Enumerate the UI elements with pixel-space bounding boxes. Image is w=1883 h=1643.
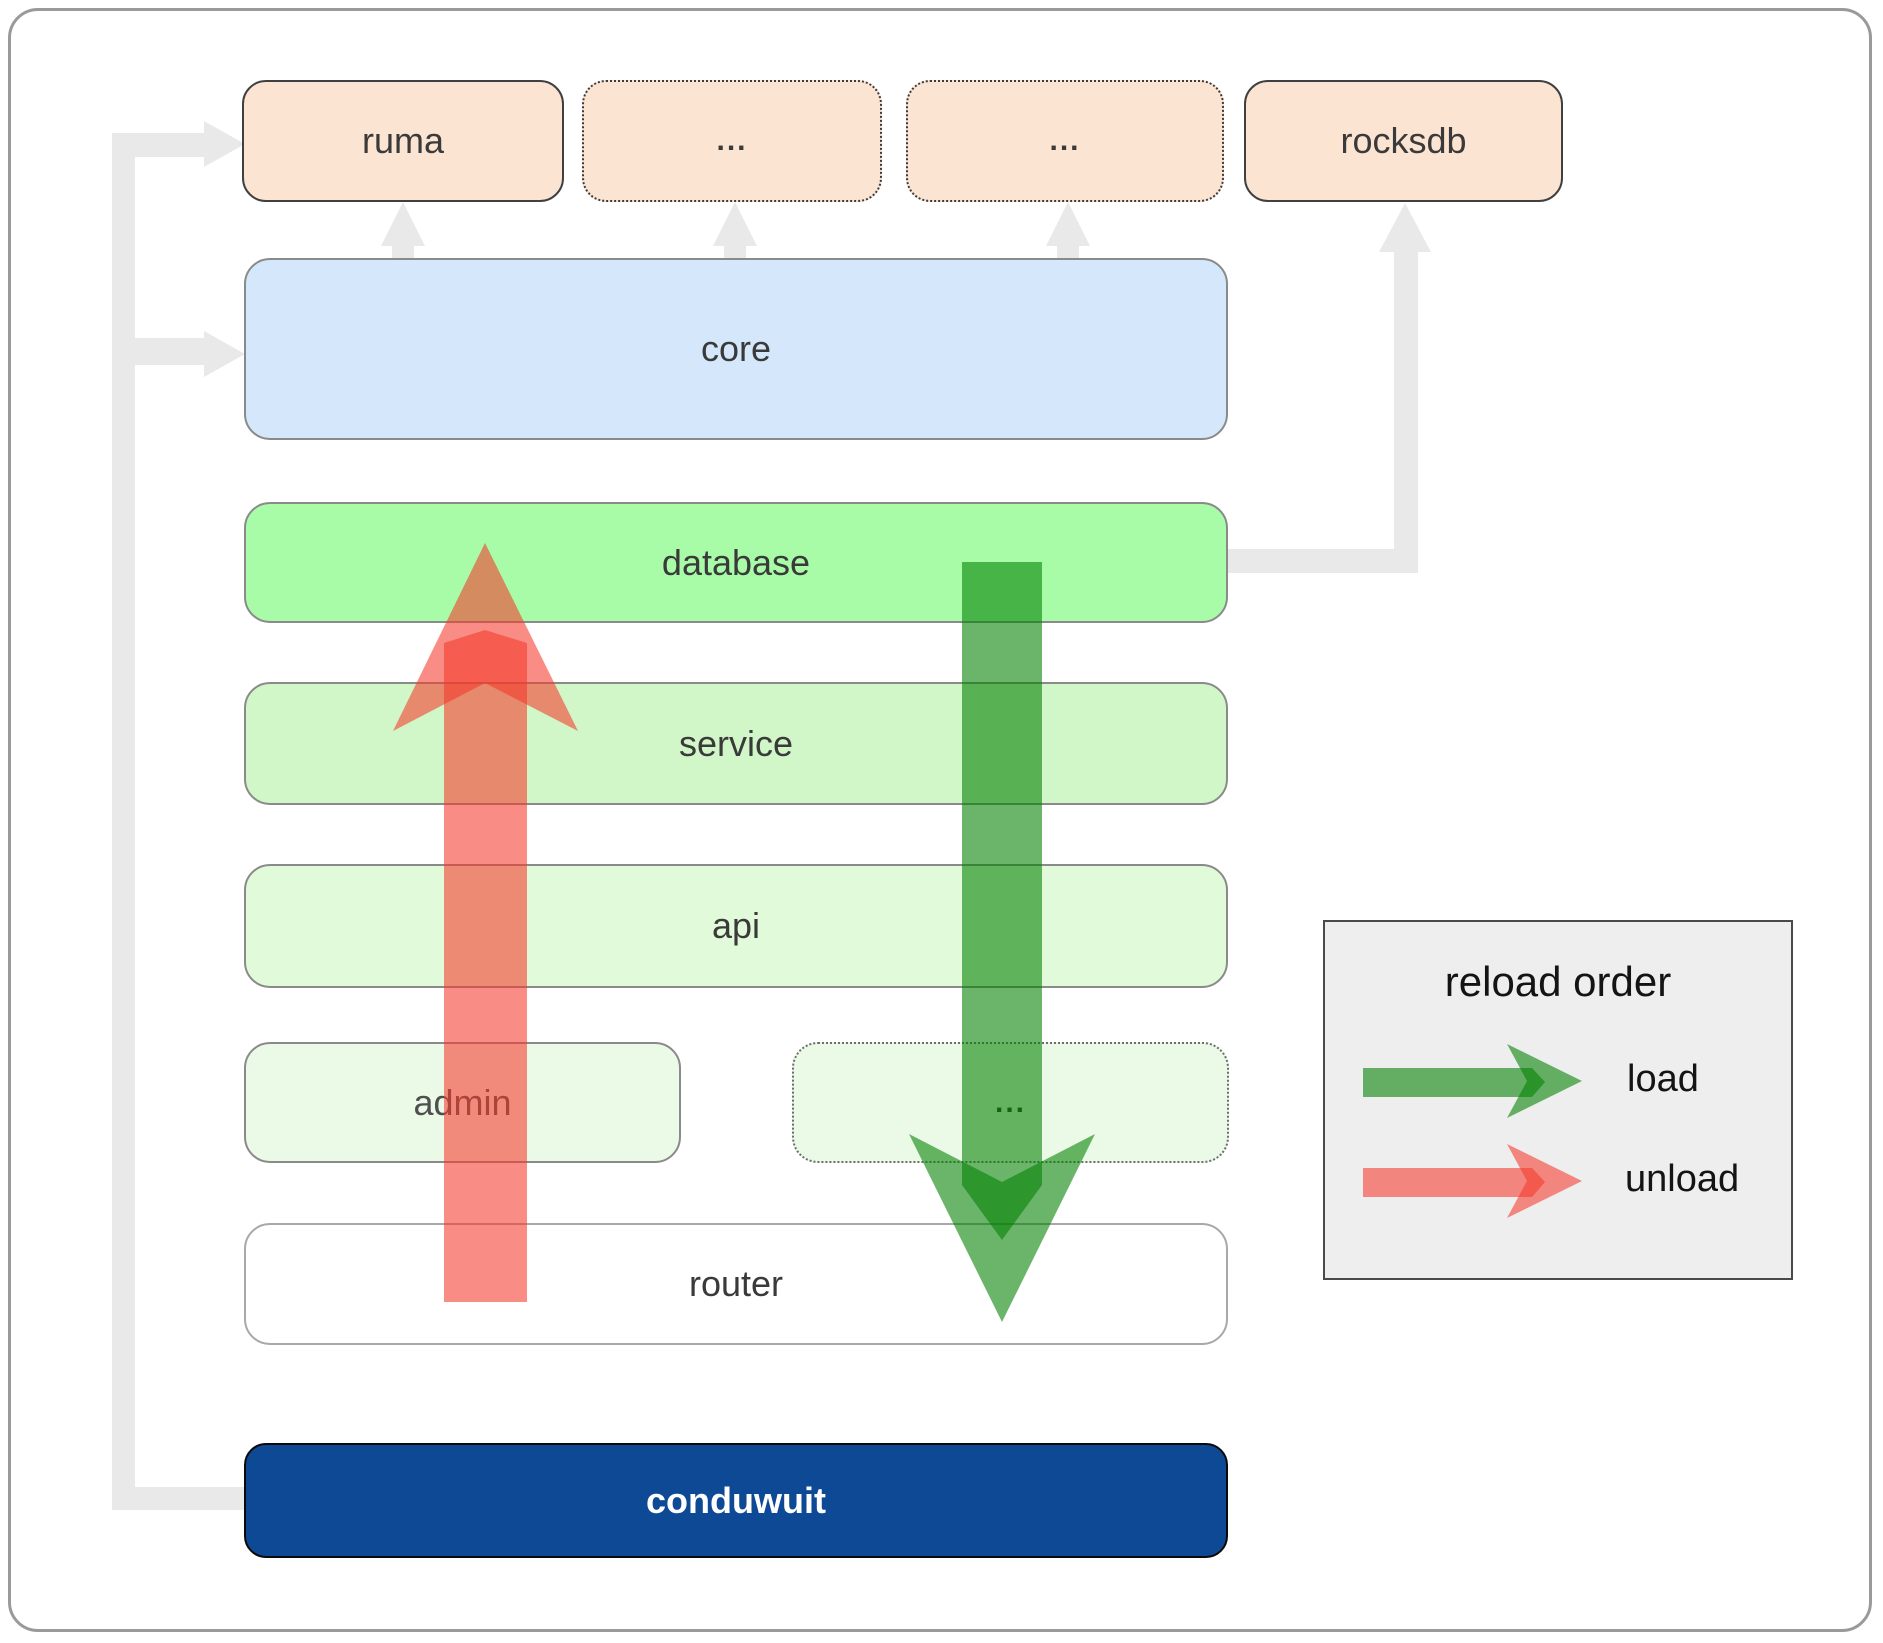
node-rocksdb: rocksdb <box>1244 80 1563 202</box>
node-service-label: service <box>678 722 794 764</box>
node-router-label: router <box>688 1263 784 1304</box>
node-admin: admin <box>244 1042 681 1163</box>
legend-reload-order: reload order <box>1323 920 1793 1280</box>
node-api: api <box>244 864 1228 988</box>
node-api-label: api <box>711 905 761 946</box>
legend-unload-label: unload <box>1625 1158 1740 1200</box>
node-ruma-label: ruma <box>361 120 445 161</box>
node-conduwuit: conduwuit <box>244 1443 1228 1558</box>
node-service-more: ... <box>792 1042 1229 1163</box>
node-core: core <box>244 258 1228 440</box>
node-service: service <box>244 682 1228 805</box>
node-dependency-more-1-label: ... <box>716 124 748 157</box>
node-dependency-more-1: ... <box>582 80 882 202</box>
legend-title: reload order <box>1444 958 1672 1005</box>
node-admin-label: admin <box>413 1081 512 1123</box>
node-dependency-more-2: ... <box>906 80 1224 202</box>
legend-load-label: load <box>1627 1058 1699 1100</box>
node-core-label: core <box>700 328 772 369</box>
node-dependency-more-2-label: ... <box>1049 124 1081 157</box>
node-database: database <box>244 502 1228 623</box>
node-rocksdb-label: rocksdb <box>1340 120 1467 161</box>
node-ruma: ruma <box>242 80 564 202</box>
node-router: router <box>244 1223 1228 1345</box>
node-service-more-label: ... <box>994 1085 1026 1119</box>
node-database-label: database <box>661 541 811 583</box>
outer-border <box>8 8 1872 1632</box>
node-conduwuit-label: conduwuit <box>646 1479 826 1521</box>
